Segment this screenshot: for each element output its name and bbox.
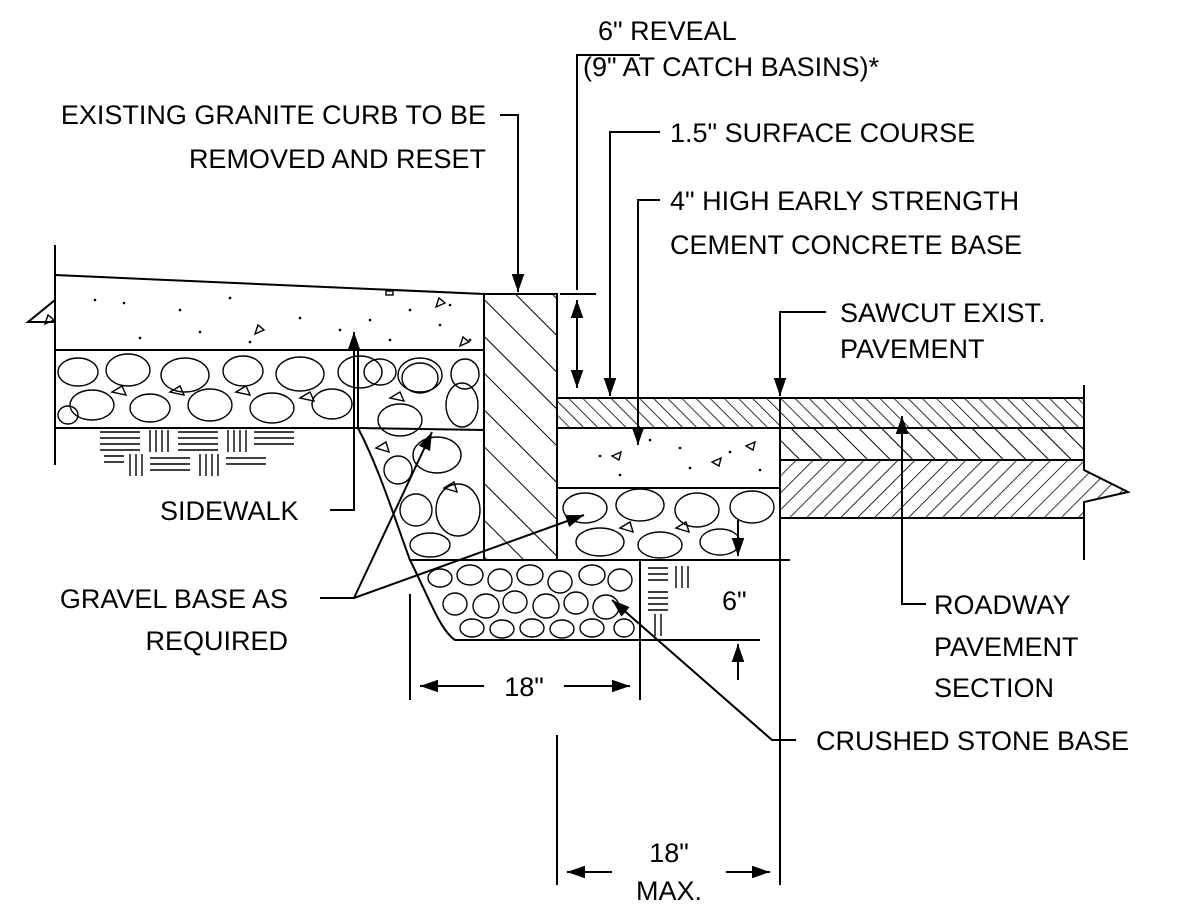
gravel-label-line1: GRAVEL BASE AS [60,584,288,614]
subgrade-symbol-right [648,566,689,636]
sidewalk-gravel [54,349,485,432]
subgrade-symbol-left [100,430,294,476]
crushed-stone-base [408,559,641,641]
road-gravel-base [556,487,781,561]
concrete-label-line1: 4" HIGH EARLY STRENGTH [670,186,1019,216]
roadway-label-line1: ROADWAY [934,590,1071,620]
surface-course [556,397,781,429]
curb-label-line1: EXISTING GRANITE CURB TO BE [61,100,486,130]
roadway-label-line3: SECTION [934,673,1054,703]
crushed-stone-label: CRUSHED STONE BASE [816,726,1129,756]
sawcut-label-line2: PAVEMENT [840,334,985,364]
curb-label-line2: REMOVED AND RESET [189,144,486,174]
max-label: MAX. [636,876,702,906]
gravel-label-line2: REQUIRED [145,626,288,656]
reveal-label-line1: 6" REVEAL [598,16,737,46]
reveal-label-line2: (9" AT CATCH BASINS)* [583,52,880,82]
granite-curb [483,293,558,561]
sawcut-label-line1: SAWCUT EXIST. [840,298,1046,328]
concrete-label-line2: CEMENT CONCRETE BASE [670,230,1022,260]
eighteen-inch-bottom-label: 18" [649,838,689,868]
cement-concrete-base [556,427,781,489]
six-inch-dim-label: 6" [722,586,747,616]
roadway-label-line2: PAVEMENT [934,632,1079,662]
eighteen-inch-left-label: 18" [504,672,544,702]
existing-roadway-pavement [779,385,1131,560]
surface-course-label: 1.5" SURFACE COURSE [670,118,975,148]
sidewalk-label: SIDEWALK [160,496,299,526]
